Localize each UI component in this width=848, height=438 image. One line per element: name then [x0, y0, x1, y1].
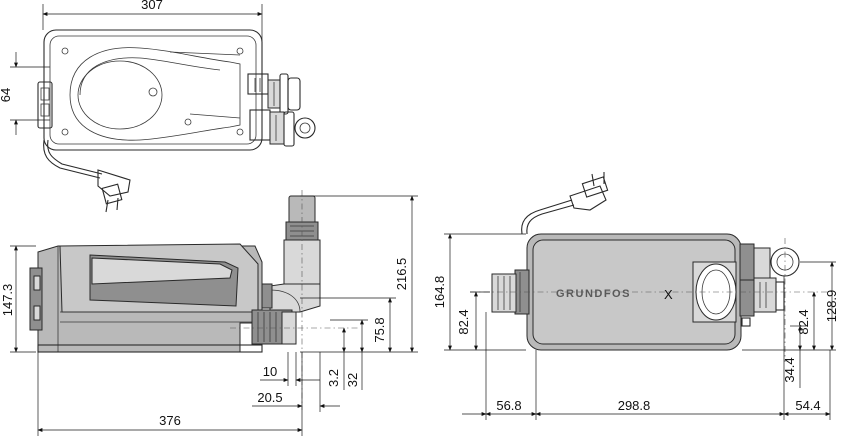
top-view: 307 64	[0, 0, 316, 213]
dimension-outlet-height: 216.5	[300, 195, 418, 353]
dimension-top-width: 64	[0, 52, 50, 135]
side-inlet	[251, 309, 297, 345]
side-view: 147.3 216.5 75.8 3.2 32	[0, 190, 418, 436]
dim-label-216-5: 216.5	[394, 258, 409, 291]
top-outlet-fittings	[247, 73, 316, 147]
dim-label-54-4: 54.4	[795, 398, 820, 413]
dim-label-56-8: 56.8	[496, 398, 521, 413]
side-outlet-pipe	[261, 195, 321, 313]
top-housing-outline	[43, 29, 263, 151]
dimension-horizontal-offsets: 10 20.5	[252, 352, 340, 412]
brand-logo: GRUNDFOS	[556, 288, 631, 300]
dimension-end-inlet-left: 82.4	[456, 291, 490, 351]
dim-label-20-5: 20.5	[257, 390, 282, 405]
dimension-top-length: 307	[42, 0, 263, 50]
dim-label-64: 64	[0, 88, 13, 102]
dim-label-10: 10	[263, 364, 277, 379]
top-power-cord	[43, 139, 131, 213]
dim-label-298-8: 298.8	[618, 398, 651, 413]
dimension-end-bottom: 56.8 298.8 54.4	[462, 276, 831, 420]
brand-mark-icon: X	[664, 287, 673, 302]
end-view: GRUNDFOS X	[432, 172, 839, 420]
dim-label-128-9: 128.9	[824, 290, 839, 323]
dim-label-75-8: 75.8	[372, 317, 387, 342]
dimension-end-height: 164.8	[432, 233, 526, 351]
dim-label-376: 376	[159, 413, 181, 428]
dimension-end-right-heights: 82.4 128.9 34.4	[742, 261, 839, 388]
dimension-side-length: 376	[37, 352, 303, 436]
dimension-small-heights: 3.2 32	[326, 319, 368, 390]
dim-label-82-4-right: 82.4	[796, 309, 811, 334]
dim-label-34-4: 34.4	[782, 357, 797, 382]
dim-label-147-3: 147.3	[0, 284, 15, 317]
end-inlet-left	[491, 269, 530, 315]
dimension-side-height: 147.3	[0, 245, 36, 353]
dim-label-164-8: 164.8	[432, 276, 447, 309]
end-power-cord	[521, 172, 609, 235]
dim-label-82-4-left: 82.4	[456, 309, 471, 334]
dimension-inlet-height: 75.8	[300, 297, 396, 353]
end-outlets-right	[739, 243, 800, 327]
dim-label-32: 32	[345, 373, 360, 387]
dim-label-3-2: 3.2	[326, 369, 341, 387]
dim-label-307: 307	[141, 0, 163, 12]
